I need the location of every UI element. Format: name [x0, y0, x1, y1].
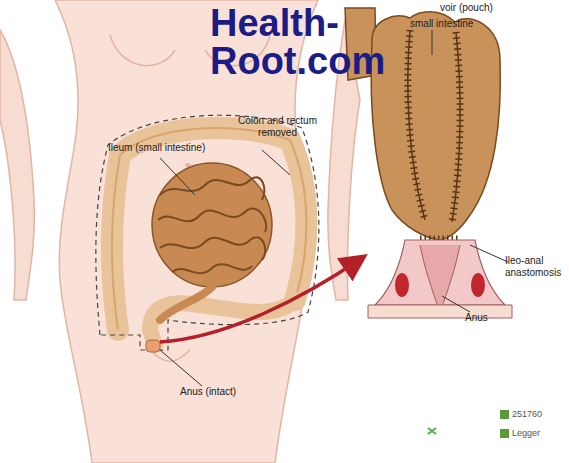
- part-label: Ileum (small intestine): [108, 142, 248, 154]
- icon: [500, 429, 509, 438]
- image-id: 251760: [512, 409, 569, 419]
- leader-lines: [160, 30, 508, 386]
- part-label: voir (pouch): [440, 2, 560, 14]
- part-label: Colon and rectum removed: [235, 115, 320, 138]
- small-intestine: [152, 163, 272, 320]
- part-label: Anus: [465, 312, 525, 324]
- part-label: small intestine: [410, 18, 530, 30]
- icon: [500, 410, 509, 419]
- removed-colon: [96, 115, 319, 352]
- transfer-arrow: [160, 258, 362, 342]
- part-label: Ileo-anal anastomosis: [505, 255, 569, 278]
- anal-canal: [368, 240, 512, 318]
- part-label: Anus (intact): [180, 386, 280, 398]
- scissors-icon: [428, 428, 436, 434]
- watermark: Health-Root.com: [210, 4, 490, 80]
- link-text: Legger: [512, 428, 569, 438]
